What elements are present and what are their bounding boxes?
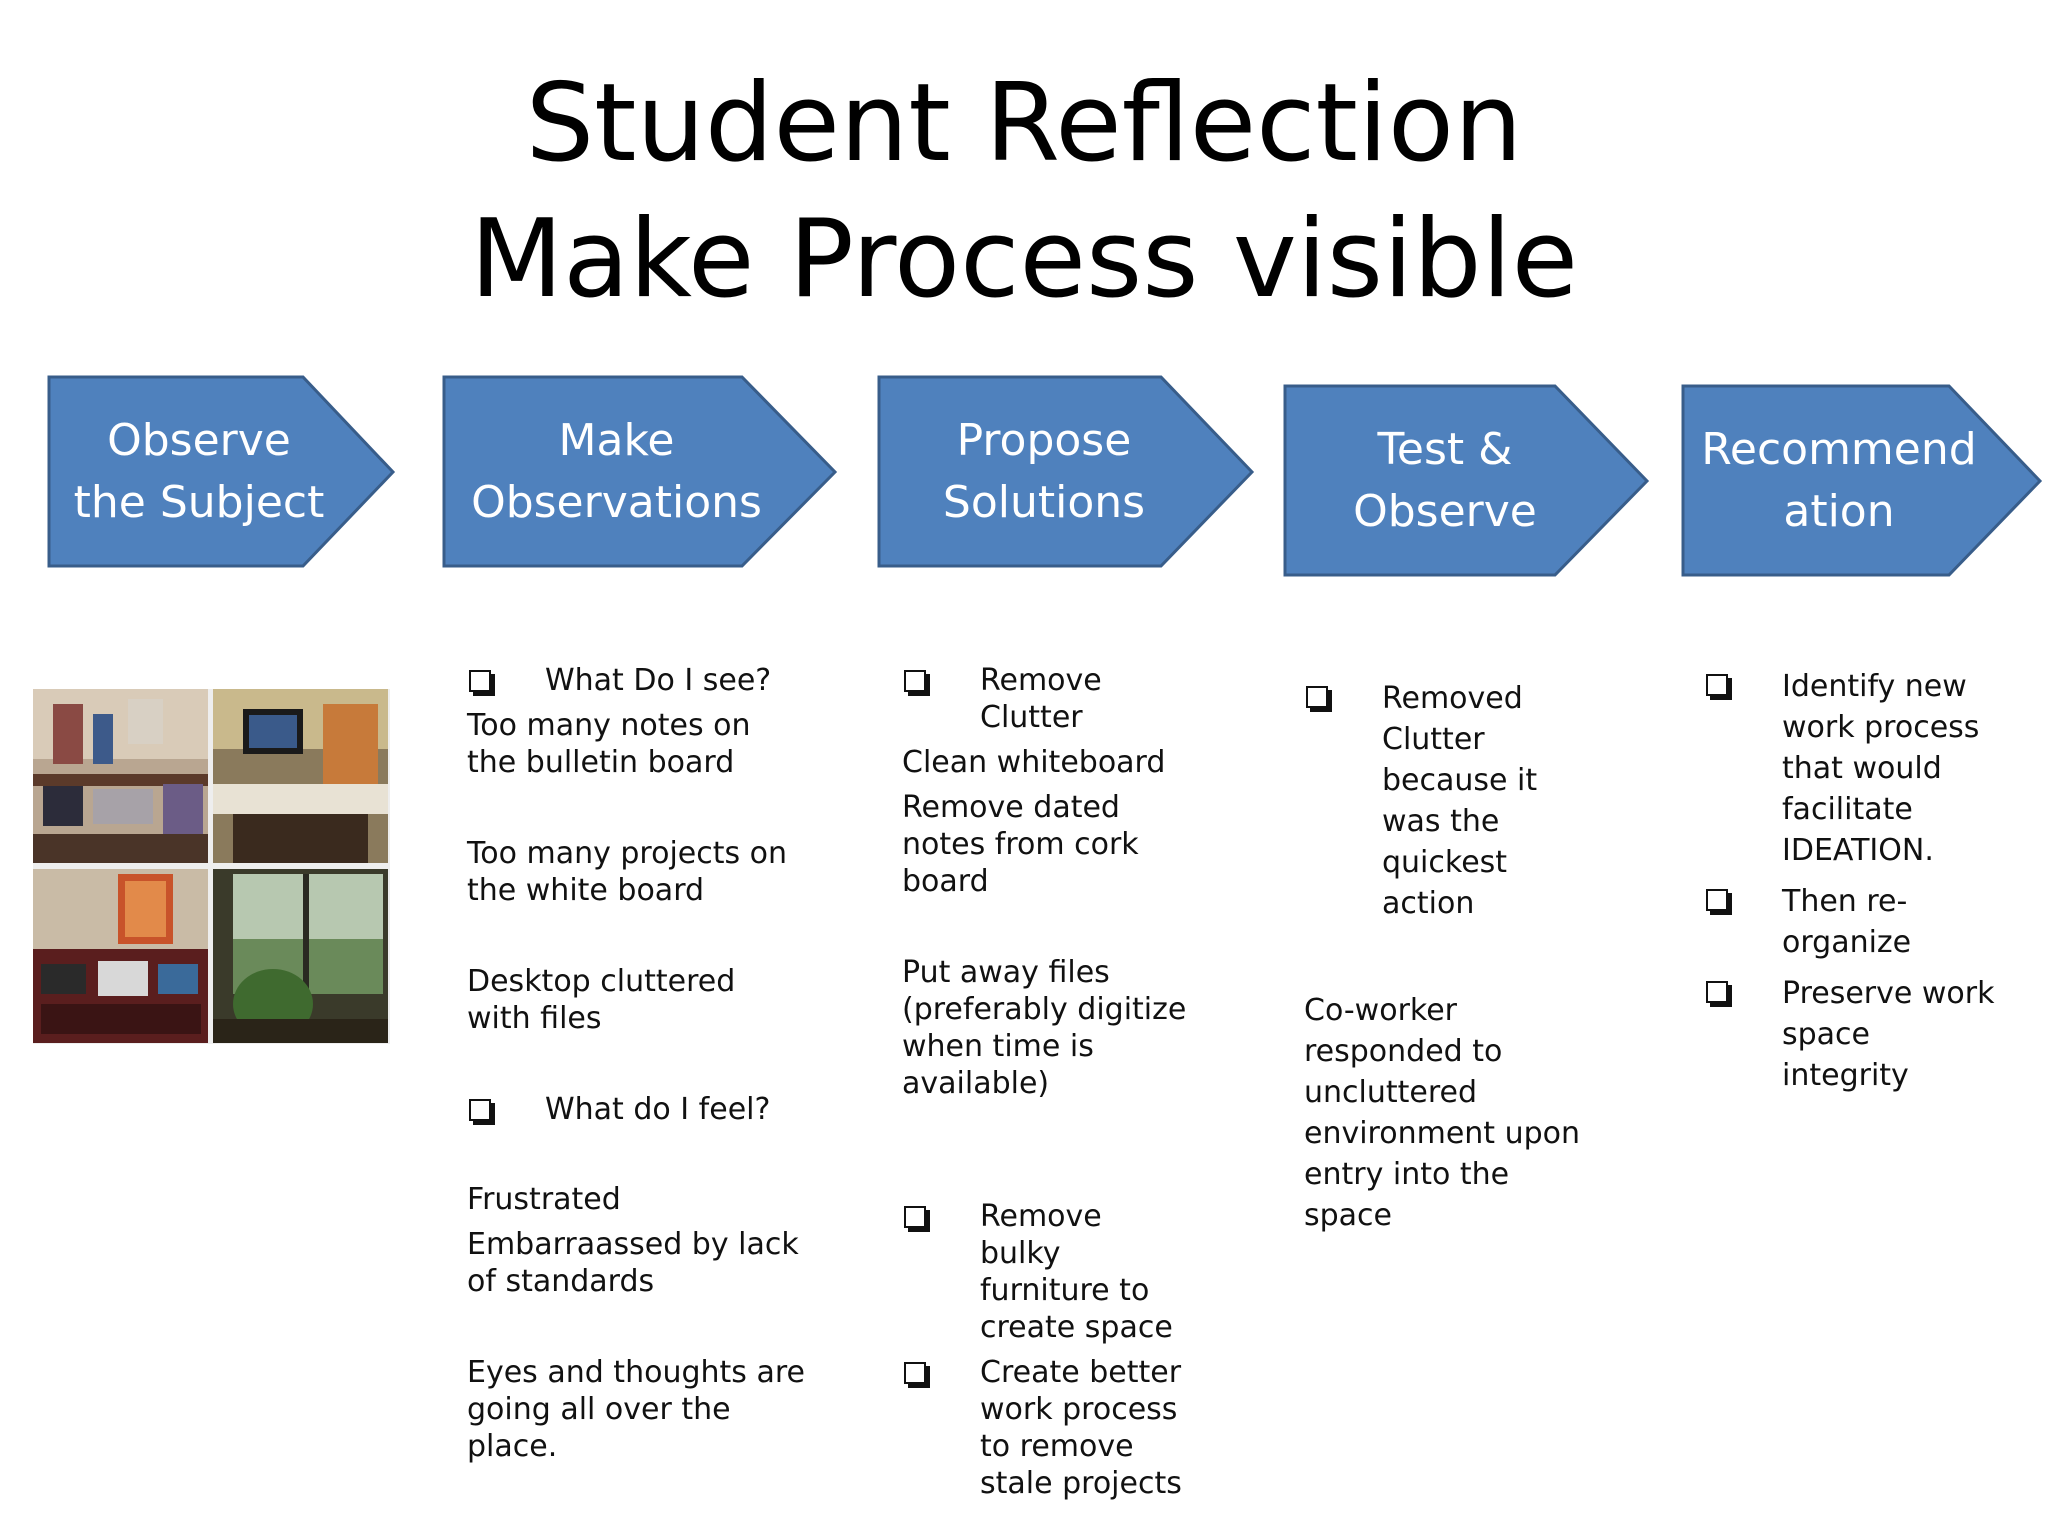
bullet-item: Create better work process to remove sta… — [902, 1354, 1187, 1502]
bullet-item: What Do I see? — [467, 662, 807, 699]
step-arrow-test-observe: Test & Observe — [1283, 384, 1650, 577]
observation-text: Too many projects on the white board — [467, 836, 788, 908]
bullet-text: What do I feel? — [545, 1092, 771, 1127]
observations-column: What Do I see? Too many notes on the bul… — [467, 662, 807, 1465]
bookshelf-photo-icon — [33, 689, 208, 863]
solution-text: Put away files (preferably digitize when… — [902, 955, 1187, 1101]
step-label-line-2: ation — [1783, 486, 1895, 537]
bullet-text: Create better work process to remove sta… — [980, 1355, 1182, 1501]
checkbox-bullet-icon — [1306, 686, 1328, 708]
checkbox-bullet-icon — [904, 670, 926, 692]
recommend-column: Identify new work process that would fac… — [1704, 666, 2004, 1096]
arrow-shape — [1681, 384, 2043, 577]
bullet-item: Then re-organize — [1704, 881, 2004, 963]
solutions-column: Remove Clutter Clean whiteboard Remove d… — [902, 662, 1187, 1502]
solution-text: Clean whiteboard — [902, 745, 1166, 780]
test-result-text: Co-worker responded to uncluttered envir… — [1304, 993, 1581, 1233]
photo-cabinet — [33, 869, 208, 1043]
test-column: Removed Clutter because it was the quick… — [1304, 678, 1594, 1236]
feeling-text: Eyes and thoughts are going all over the… — [467, 1355, 805, 1464]
arrow-shape — [877, 375, 1255, 568]
solution-text: Remove dated notes from cork board — [902, 790, 1139, 899]
step-label-line-1: Make — [558, 415, 675, 466]
desk-photo-icon — [213, 689, 388, 863]
bullet-item: Remove bulky furniture to create space — [902, 1198, 1187, 1346]
bullet-text: Then re-organize — [1782, 884, 1912, 960]
bullet-item: Identify new work process that would fac… — [1704, 666, 2004, 871]
checkbox-bullet-icon — [904, 1206, 926, 1228]
bullet-text: Remove bulky furniture to create space — [980, 1199, 1173, 1345]
window-photo-icon — [213, 869, 388, 1043]
step-label-line-1: Propose — [956, 415, 1132, 466]
arrow-shape — [47, 375, 396, 568]
bullet-item: What do I feel? — [467, 1091, 807, 1128]
observation-text: Too many notes on the bulletin board — [467, 708, 751, 780]
checkbox-bullet-icon — [1706, 889, 1728, 911]
step-label-line-2: Observations — [471, 477, 762, 528]
bullet-text: What Do I see? — [545, 663, 772, 698]
slide-title-line-1: Student Reflection — [525, 61, 1523, 186]
bullet-item: Remove Clutter — [902, 662, 1187, 736]
step-arrow-recommendation: Recommend ation — [1681, 384, 2043, 577]
checkbox-bullet-icon — [1706, 981, 1728, 1003]
cabinet-photo-icon — [33, 869, 208, 1043]
arrow-shape — [1283, 384, 1650, 577]
step-arrow-observe-subject: Observe the Subject — [47, 375, 396, 568]
bullet-text: Preserve work space integrity — [1782, 976, 1995, 1093]
checkbox-bullet-icon — [1706, 674, 1728, 696]
checkbox-bullet-icon — [904, 1362, 926, 1384]
step-label-line-1: Recommend — [1701, 424, 1977, 475]
photo-bookshelf — [33, 689, 208, 863]
bullet-text: Remove Clutter — [980, 663, 1102, 735]
bullet-text: Removed Clutter because it was the quick… — [1382, 681, 1538, 921]
photo-desk-computer — [213, 689, 388, 863]
observation-text: Desktop cluttered with files — [467, 964, 736, 1036]
step-label-line-1: Test & — [1377, 424, 1513, 475]
step-label-line-1: Observe — [107, 415, 291, 466]
checkbox-bullet-icon — [469, 670, 491, 692]
bullet-text: Identify new work process that would fac… — [1782, 669, 1980, 868]
arrow-shape — [442, 375, 838, 568]
step-label-line-2: Observe — [1353, 486, 1537, 537]
feeling-text: Frustrated — [467, 1182, 621, 1217]
checkbox-bullet-icon — [469, 1099, 491, 1121]
step-label-line-2: Solutions — [942, 477, 1146, 528]
bullet-item: Removed Clutter because it was the quick… — [1304, 678, 1594, 924]
feeling-text: Embarraassed by lack of standards — [467, 1227, 799, 1299]
office-photo-collage — [33, 689, 390, 1044]
photo-window-plant — [213, 869, 388, 1043]
bullet-item: Preserve work space integrity — [1704, 973, 2004, 1096]
slide-title-line-2: Make Process visible — [469, 197, 1579, 322]
step-label-line-2: the Subject — [73, 477, 325, 528]
